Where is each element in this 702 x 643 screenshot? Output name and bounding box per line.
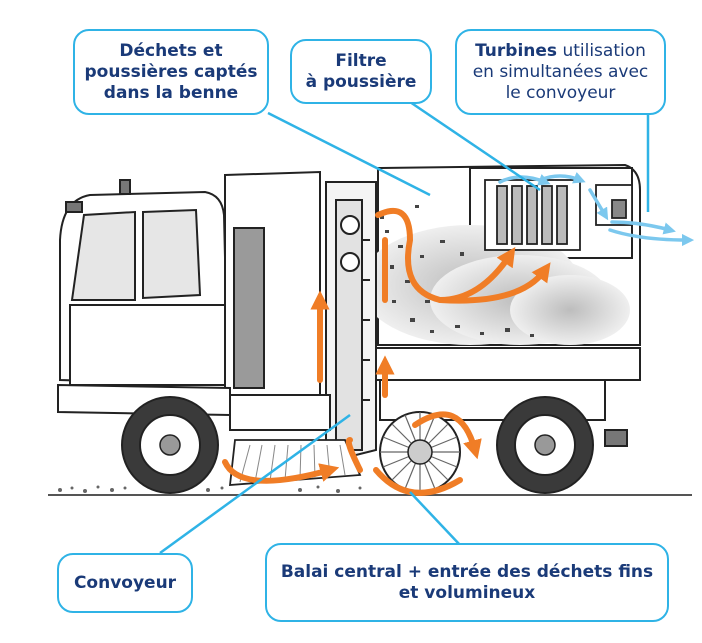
callout-dechets: Déchets et poussières captés dans la ben… bbox=[73, 29, 269, 115]
turbine bbox=[595, 184, 633, 226]
callout-convoyeur: Convoyeur bbox=[57, 553, 193, 613]
callout-dechets-line1: Déchets et bbox=[119, 40, 223, 61]
dust-filter bbox=[484, 179, 581, 251]
callout-turbines-line3: le convoyeur bbox=[505, 82, 616, 103]
callout-turbines-rest1: utilisation bbox=[557, 40, 646, 61]
callout-filtre-line2: à poussière bbox=[305, 71, 417, 92]
callout-turbines-bold: Turbines bbox=[475, 40, 558, 61]
callout-turbines: Turbines utilisation en simultanées avec… bbox=[455, 29, 666, 115]
cab bbox=[59, 179, 230, 387]
callout-filtre-line1: Filtre bbox=[335, 50, 387, 71]
dust-cloud bbox=[360, 225, 630, 345]
callout-leaders bbox=[159, 100, 650, 555]
callout-dechets-line3: dans la benne bbox=[103, 82, 239, 103]
debris-flow-arrows bbox=[222, 207, 551, 496]
callout-balai-line1: Balai central + entrée des déchets fins bbox=[280, 561, 654, 582]
callout-balai: Balai central + entrée des déchets fins … bbox=[265, 543, 669, 622]
callout-filtre: Filtre à poussière bbox=[290, 39, 432, 104]
ground bbox=[48, 485, 692, 496]
callout-convoyeur-label: Convoyeur bbox=[73, 572, 177, 593]
front-wheel-icon bbox=[121, 396, 219, 494]
conveyor bbox=[325, 181, 377, 462]
callout-balai-line2: et volumineux bbox=[398, 582, 536, 603]
rear-wheel-icon bbox=[496, 396, 594, 494]
central-brush-icon bbox=[379, 411, 461, 493]
callout-dechets-line2: poussières captés bbox=[84, 61, 258, 82]
callout-turbines-line2: en simultanées avec bbox=[472, 61, 649, 82]
